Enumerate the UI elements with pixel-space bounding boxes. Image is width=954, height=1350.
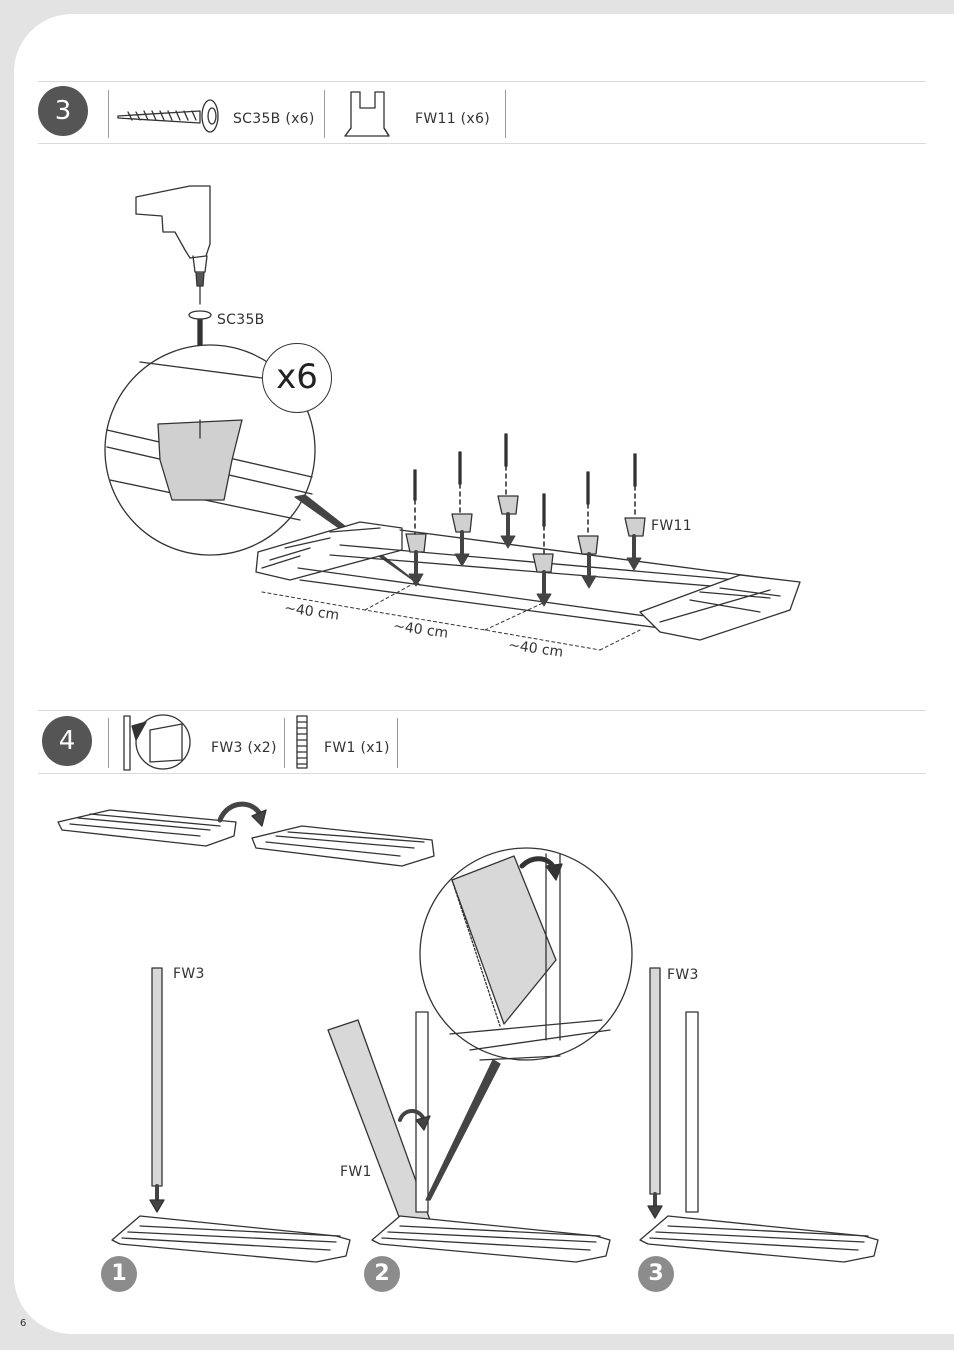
detail-magnifier (104, 344, 421, 586)
dimension-line (261, 579, 641, 651)
step3-header-top-rule (38, 81, 926, 82)
corner-post-icon (123, 714, 191, 771)
wall-panel-icon (296, 715, 308, 769)
instruction-page (14, 14, 954, 1334)
callout-fw1: FW1 (340, 1164, 372, 1180)
divider (505, 90, 506, 138)
step3-header-bottom-rule (38, 143, 926, 144)
substep1-drawing (111, 967, 351, 1263)
substep2-drawing (327, 847, 633, 1263)
divider (108, 90, 109, 138)
foot-block-icon (405, 495, 646, 573)
divider (324, 90, 325, 138)
substep-badge-2: 2 (364, 1256, 400, 1292)
step4-header-bottom-rule (38, 773, 926, 774)
callout-sc35b: SC35B (217, 312, 265, 328)
callout-fw3: FW3 (667, 967, 699, 983)
guide-line (414, 465, 636, 555)
substep-badge-3: 3 (638, 1256, 674, 1292)
page-number: 6 (20, 1318, 27, 1329)
step4-number-badge: 4 (42, 716, 92, 766)
screw-icon (413, 433, 637, 527)
divider (397, 718, 398, 768)
base-frame-step3 (255, 521, 801, 641)
part-label-fw11: FW11 (x6) (415, 111, 490, 127)
drill-icon (135, 185, 211, 305)
callout-fw3: FW3 (173, 966, 205, 982)
substep3-drawing (639, 967, 879, 1263)
part-label-fw1: FW1 (x1) (324, 740, 390, 756)
foot-block-icon (344, 91, 390, 137)
part-label-sc35b: SC35B (x6) (233, 111, 315, 127)
base-frame-flip (57, 801, 435, 867)
divider (284, 718, 285, 768)
divider (108, 718, 109, 768)
part-label-fw3: FW3 (x2) (211, 740, 277, 756)
callout-fw11: FW11 (651, 518, 692, 534)
quantity-callout: x6 (262, 343, 332, 413)
screw-icon (117, 99, 219, 133)
substep-badge-1: 1 (101, 1256, 137, 1292)
step4-header-top-rule (38, 710, 926, 711)
step3-number-badge: 3 (38, 86, 88, 136)
arrow-icon (408, 512, 642, 607)
